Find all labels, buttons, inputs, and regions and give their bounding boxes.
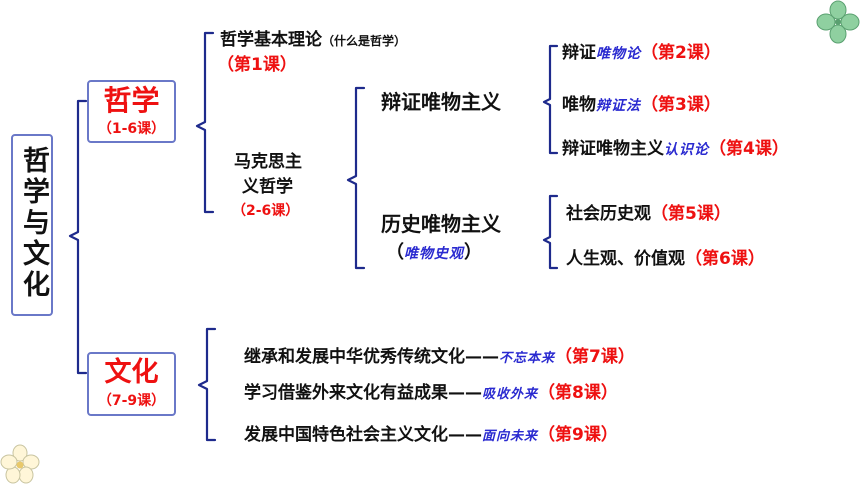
culture-item-3: 发展中国特色社会主义文化——面向未来（第9课） xyxy=(244,425,618,445)
historical-subtitle: （唯物史观） xyxy=(386,242,482,263)
philosophy-title: 哲学 xyxy=(103,84,160,117)
culture-item-1: 继承和发展中华优秀传统文化——不忘本来（第7课） xyxy=(244,347,635,367)
basic-theory-label: 哲学基本理论 xyxy=(220,30,322,50)
dialectical-item-1: 辩证唯物论（第2课） xyxy=(562,43,721,63)
basic-theory-note: （什么是哲学） xyxy=(322,34,407,48)
philosophy-range: （1-6课） xyxy=(97,121,166,137)
dialectical-item-3: 辩证唯物主义认识论（第4课） xyxy=(562,139,789,159)
culture-item-2: 学习借鉴外来文化有益成果——吸收外来（第8课） xyxy=(244,383,618,403)
root-title: 哲学与文化 xyxy=(18,146,49,301)
basic-theory-lesson: （第1课） xyxy=(217,55,297,75)
basic-theory-row: 哲学基本理论（什么是哲学） xyxy=(220,25,406,50)
culture-node: 文化 （7-9课） xyxy=(87,352,176,416)
historical-item-1: 社会历史观（第5课） xyxy=(566,204,731,224)
historical-item-2: 人生观、价值观（第6课） xyxy=(566,249,765,269)
clover-decoration-icon xyxy=(816,0,860,44)
historical-title: 历史唯物主义 xyxy=(381,212,501,236)
philosophy-node: 哲学 （1-6课） xyxy=(87,80,176,143)
culture-range: （7-9课） xyxy=(97,393,166,409)
marxism-line1: 马克思主 xyxy=(234,152,302,172)
marxism-line2: 义哲学 xyxy=(242,177,293,197)
dialectical-title: 辩证唯物主义 xyxy=(381,90,501,114)
dialectical-item-2: 唯物辩证法（第3课） xyxy=(562,95,721,115)
marxism-range: （2-6课） xyxy=(232,203,300,219)
root-node: 哲学与文化 xyxy=(11,134,53,316)
flower-decoration-icon xyxy=(0,444,40,484)
culture-title: 文化 xyxy=(104,357,159,388)
